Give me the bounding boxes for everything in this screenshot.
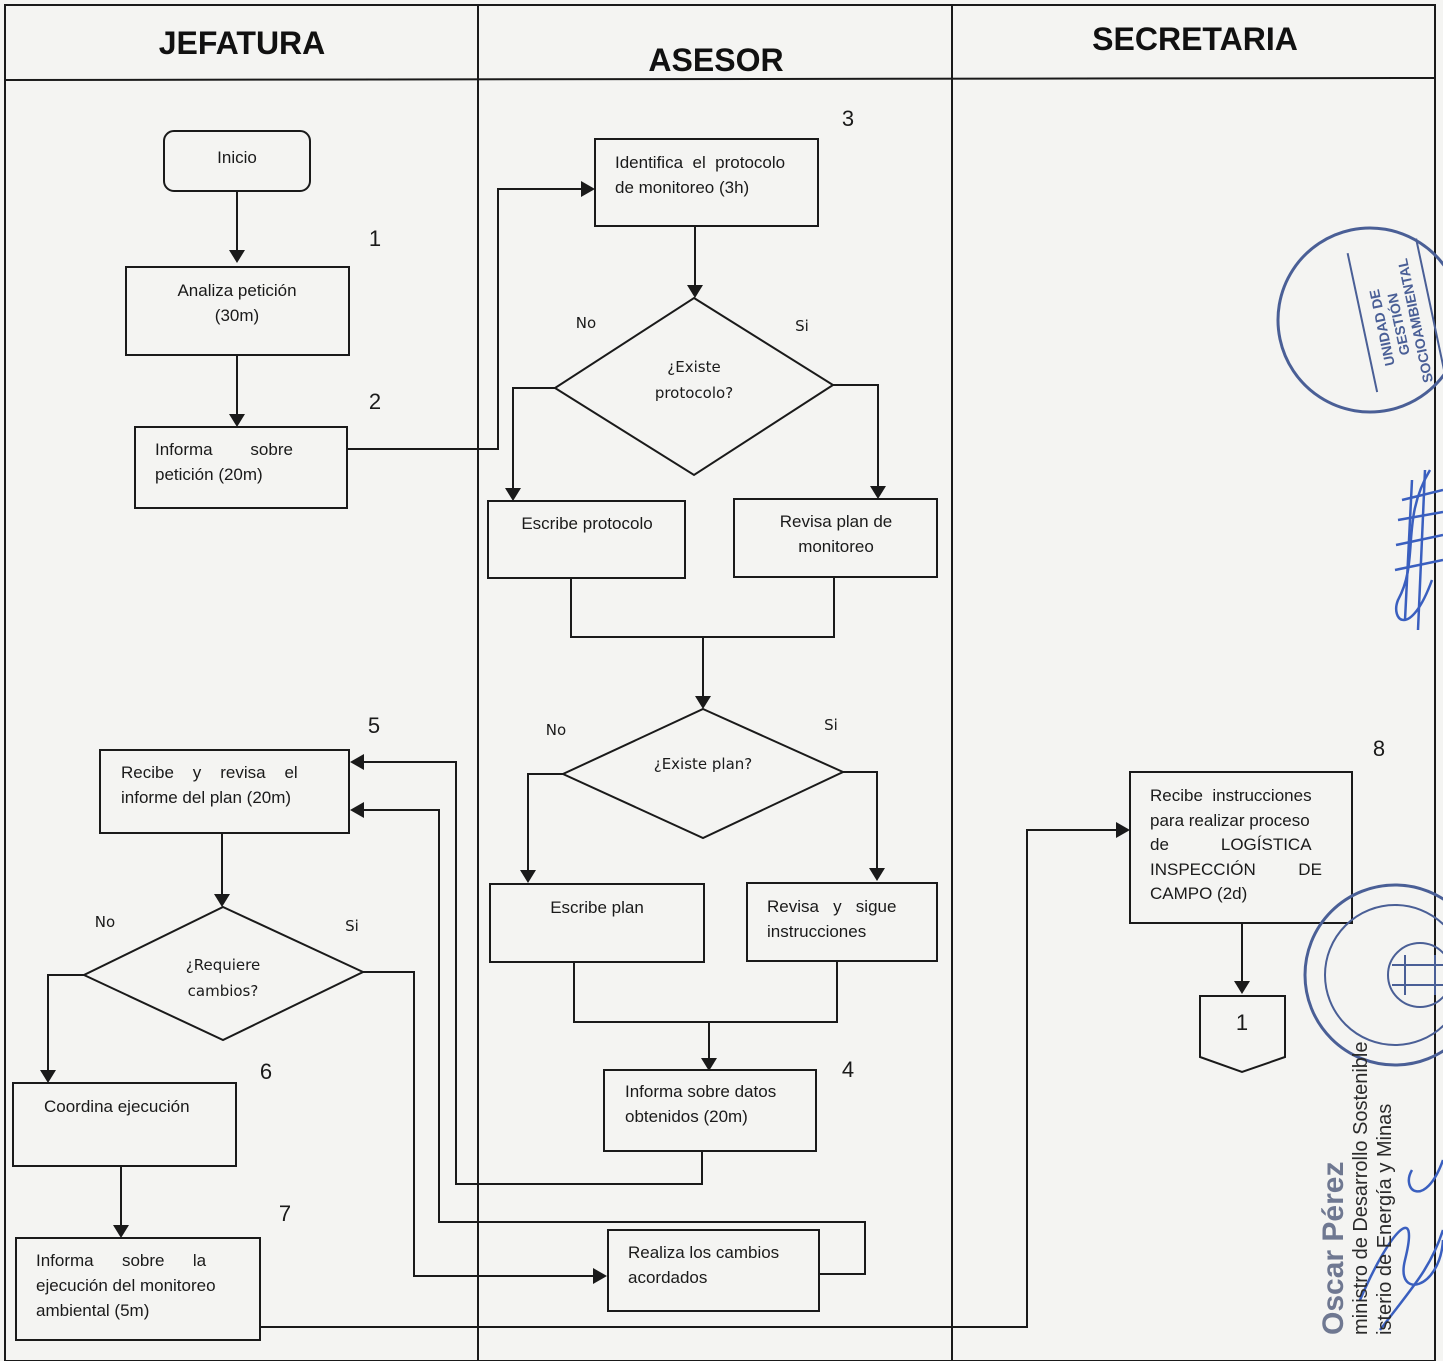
ministry-stamp-bottom (1303, 883, 1443, 1067)
start-node: Inicio (163, 130, 311, 192)
process-label-line: Identifica el protocolo (615, 153, 785, 172)
step-number: 4 (842, 1057, 854, 1082)
process-label-line: INSPECCIÓN DE (1150, 860, 1322, 879)
process-label-line: ambiental (5m) (36, 1301, 149, 1320)
decision-requiere-cambios: ¿Requiere cambios? No Si (81, 905, 366, 1042)
process-box (733, 498, 938, 578)
decision-shape (553, 296, 835, 477)
process-label-line: obtenidos (20m) (625, 1107, 748, 1126)
process-box (607, 1229, 820, 1312)
process-label-line: Informa sobre datos (625, 1082, 776, 1101)
decision-existe-plan: ¿Existe plan? No Si (546, 707, 846, 840)
process-label-line: Realiza los cambios (628, 1243, 779, 1262)
handwritten-signature-bottom (1358, 1159, 1443, 1331)
process-box (489, 883, 705, 963)
process-label-line: Recibe y revisa el (121, 763, 298, 782)
process-label-line: instrucciones (767, 922, 866, 941)
signatory-title: ministro de Desarrollo Sostenible (1350, 1042, 1372, 1335)
signatory-institution: isterio de Energía y Minas (1374, 1104, 1396, 1335)
decision-no-label: No (95, 913, 115, 931)
signature-block: Oscar Pérez ministro de Desarrollo Soste… (1317, 1042, 1396, 1335)
process-label-line: Coordina ejecución (44, 1097, 190, 1116)
swimlane-grid (4, 4, 1436, 1361)
step-number: 3 (842, 106, 854, 131)
start-shape (163, 130, 311, 192)
process-revisa-plan: Revisa plan de monitoreo (733, 498, 938, 578)
process-box (99, 749, 350, 834)
offpage-connector: 1 (1199, 995, 1286, 1074)
process-label-line: de monitoreo (3h) (615, 178, 749, 197)
decision-yes-label: Si (824, 716, 838, 734)
process-label-line: CAMPO (2d) (1150, 884, 1247, 903)
arrowheads (40, 181, 1250, 1284)
ministry-stamp-top: UNIDAD DE GESTIÓN SOCIOAMBIENTAL (1276, 226, 1443, 414)
process-box (746, 882, 938, 962)
process-label-line: petición (20m) (155, 465, 263, 484)
signatory-name: Oscar Pérez (1317, 1162, 1350, 1335)
decision-yes-label: Si (795, 317, 809, 335)
process-analiza-peticion: Analiza petición (30m) 1 (125, 226, 381, 356)
process-box (1129, 771, 1353, 924)
decision-shape (560, 707, 846, 840)
decision-label-line: protocolo? (655, 384, 733, 402)
process-label-line: Informa sobre la (36, 1251, 207, 1270)
process-box (603, 1069, 817, 1152)
process-box (15, 1237, 261, 1341)
process-label-line: Analiza petición (177, 281, 296, 300)
process-label-line: informe del plan (20m) (121, 788, 291, 807)
process-informa-ejecucion: Informa sobre la ejecución del monitoreo… (15, 1201, 291, 1341)
decision-no-label: No (546, 721, 566, 739)
process-label-line: Revisa y sigue (767, 897, 896, 916)
process-recibe-revisa: Recibe y revisa el informe del plan (20m… (99, 713, 380, 834)
handwritten-signature-top (1394, 469, 1443, 631)
step-number: 6 (260, 1059, 272, 1084)
process-box (12, 1082, 237, 1167)
process-escribe-protocolo: Escribe protocolo (487, 500, 686, 579)
process-coordina: Coordina ejecución 6 (12, 1059, 272, 1167)
process-box (594, 138, 819, 227)
decision-no-label: No (576, 314, 596, 332)
process-informa-datos: Informa sobre datos obtenidos (20m) 4 (603, 1057, 854, 1152)
process-label-line: Informa sobre (155, 440, 293, 459)
connector-lines (47, 188, 1243, 1328)
decision-shape (81, 905, 366, 1042)
process-box (487, 500, 686, 579)
step-number: 8 (1373, 736, 1385, 761)
step-number: 5 (368, 713, 380, 738)
decision-existe-protocolo: ¿Existe protocolo? No Si (553, 296, 835, 477)
process-informa-peticion: Informa sobre petición (20m) 2 (134, 389, 381, 509)
process-label-line: ejecución del monitoreo (36, 1276, 216, 1295)
offpage-connector-shape (1199, 995, 1286, 1074)
step-number: 1 (369, 226, 381, 251)
step-number: 2 (369, 389, 381, 414)
process-realiza-cambios: Realiza los cambios acordados (607, 1229, 820, 1312)
process-label-line: monitoreo (798, 537, 874, 556)
process-label-line: para realizar proceso (1150, 811, 1310, 830)
process-recibe-instrucciones: Recibe instrucciones para realizar proce… (1129, 736, 1385, 924)
decision-yes-label: Si (345, 917, 359, 935)
lane-title-asesor: ASESOR (648, 42, 783, 78)
process-label-line: Escribe plan (550, 898, 644, 917)
process-identifica-protocolo: Identifica el protocolo de monitoreo (3h… (594, 106, 854, 227)
process-label-line: de LOGÍSTICA (1150, 835, 1312, 854)
process-box (134, 426, 348, 509)
process-label-line: Escribe protocolo (521, 514, 652, 533)
decision-label-line: cambios? (188, 982, 259, 1000)
process-box (125, 266, 350, 356)
process-label-line: Recibe instrucciones (1150, 786, 1312, 805)
decision-label-line: ¿Existe plan? (654, 755, 753, 773)
decision-label-line: ¿Requiere (186, 956, 260, 974)
process-revisa-sigue: Revisa y sigue instrucciones (746, 882, 938, 962)
offpage-connector-label: 1 (1236, 1010, 1248, 1035)
process-label-line: Revisa plan de (780, 512, 892, 531)
start-label: Inicio (217, 148, 257, 167)
step-number: 7 (279, 1201, 291, 1226)
decision-label-line: ¿Existe (667, 358, 720, 376)
lane-title-secretaria: SECRETARIA (1092, 21, 1298, 57)
lane-title-jefatura: JEFATURA (159, 25, 326, 61)
process-escribe-plan: Escribe plan (489, 883, 705, 963)
process-label-line: (30m) (215, 306, 259, 325)
process-label-line: acordados (628, 1268, 707, 1287)
